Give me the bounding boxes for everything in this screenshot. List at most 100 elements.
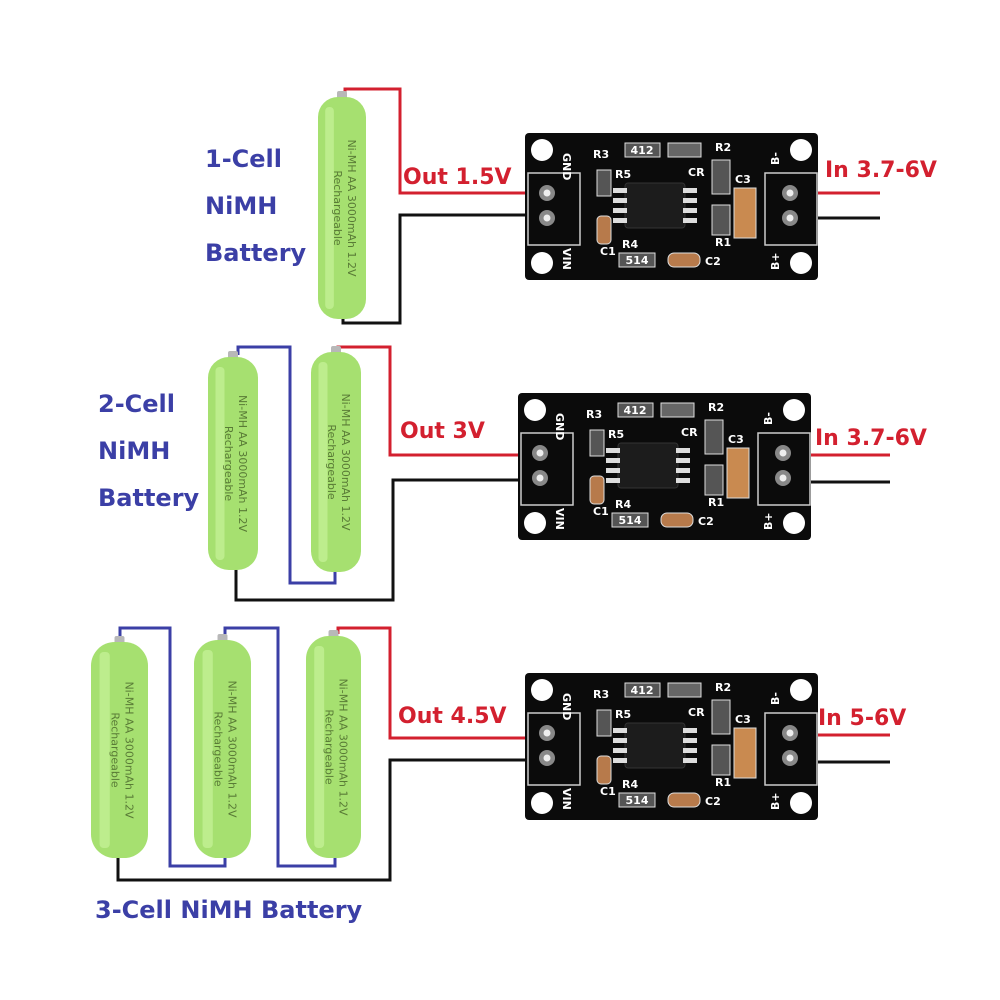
ic-pin [683, 748, 697, 753]
label-r3: R3 [593, 688, 609, 701]
led-cr [667, 682, 702, 698]
negative-wire [341, 213, 550, 325]
mounting-hole [790, 679, 812, 701]
ic-pin [613, 188, 627, 193]
battery-label-type: Rechargeable [331, 170, 344, 246]
battery-label-type: Rechargeable [109, 712, 122, 788]
output-terminal-outline [520, 432, 574, 506]
ic-pin [613, 738, 627, 743]
label-c1: C1 [600, 785, 616, 798]
label-r4: R4 [622, 238, 638, 251]
battery-label-model: Ni-MH AA 3000mAh 1.2V [123, 681, 136, 819]
output-voltage-label: Out 3V [400, 419, 485, 444]
ic-pin [676, 448, 690, 453]
label-c1: C1 [593, 505, 609, 518]
led-cr [667, 142, 702, 158]
ic-pin [613, 198, 627, 203]
ic-pin [613, 218, 627, 223]
battery-highlight [215, 367, 225, 560]
charger-ic [624, 722, 686, 769]
resistor-r2 [711, 699, 731, 735]
label-r1: R1 [708, 496, 724, 509]
output-voltage-label: Out 4.5V [398, 704, 507, 729]
ic-pin [606, 448, 620, 453]
pad-hole [786, 729, 794, 737]
mounting-hole [531, 252, 553, 274]
resistor-code: 412 [624, 404, 647, 417]
battery-label-type: Rechargeable [325, 424, 338, 500]
label-b-minus: B- [769, 692, 782, 705]
resistor-r4 [618, 252, 656, 268]
output-terminal-outline [527, 172, 581, 246]
battery-label-model: Ni-MH AA 3000mAh 1.2V [345, 139, 358, 277]
ic-pin [606, 478, 620, 483]
label-r1: R1 [715, 776, 731, 789]
pad-hole [779, 449, 787, 457]
charger-ic [624, 182, 686, 229]
input-voltage-label: In 3.7-6V [825, 158, 937, 183]
label-r4: R4 [622, 778, 638, 791]
output-voltage-label: Out 1.5V [403, 165, 512, 190]
pad-hole [543, 729, 551, 737]
capacitor-c1 [596, 215, 612, 245]
mounting-hole [790, 139, 812, 161]
mounting-hole [531, 139, 553, 161]
label-vin: VIN [553, 508, 566, 530]
resistor-r4 [618, 792, 656, 808]
battery-highlight [314, 646, 325, 848]
capacitor-c2 [660, 512, 694, 528]
label-r1: R1 [715, 236, 731, 249]
ic-pin [676, 478, 690, 483]
ic-pin [683, 198, 697, 203]
ic-pin [676, 468, 690, 473]
series-wire [118, 626, 227, 868]
input-voltage-label: In 3.7-6V [815, 426, 927, 451]
mounting-hole [524, 512, 546, 534]
label-gnd: GND [560, 153, 573, 180]
pad-hole [536, 474, 544, 482]
section-2-title: NiMH [98, 437, 170, 465]
label-b-plus: B+ [762, 512, 775, 530]
label-cr: CR [688, 706, 705, 719]
label-r4: R4 [615, 498, 631, 511]
resistor-r5 [589, 429, 605, 457]
resistor-r5 [596, 169, 612, 197]
pad-hole [543, 754, 551, 762]
battery-label-model: Ni-MH AA 3000mAh 1.2V [339, 393, 352, 531]
label-b-minus: B- [762, 412, 775, 425]
capacitor-c3 [733, 727, 757, 779]
resistor-r2 [704, 419, 724, 455]
resistor-code: 514 [626, 794, 649, 807]
ic-pin [683, 728, 697, 733]
section-1-title: 1-Cell [205, 145, 282, 173]
label-r2: R2 [715, 681, 731, 694]
resistor-code: 412 [631, 144, 654, 157]
ic-pin [613, 208, 627, 213]
ic-pin [606, 468, 620, 473]
ic-pin [613, 758, 627, 763]
label-r5: R5 [615, 168, 631, 181]
resistor-r1 [711, 204, 731, 236]
label-vin: VIN [560, 248, 573, 270]
mounting-hole [783, 512, 805, 534]
series-wire [236, 345, 337, 585]
label-r3: R3 [593, 148, 609, 161]
negative-wire [116, 758, 545, 882]
pad-hole [543, 214, 551, 222]
pad-hole [543, 189, 551, 197]
positive-wire [336, 626, 600, 740]
section-1-title: NiMH [205, 192, 277, 220]
resistor-r1 [704, 464, 724, 496]
pad-hole [536, 449, 544, 457]
input-voltage-label: In 5-6V [818, 706, 906, 731]
mounting-hole [531, 792, 553, 814]
resistor-top [624, 682, 661, 698]
ic-pin [613, 748, 627, 753]
ic-pin [683, 188, 697, 193]
label-c3: C3 [728, 433, 744, 446]
